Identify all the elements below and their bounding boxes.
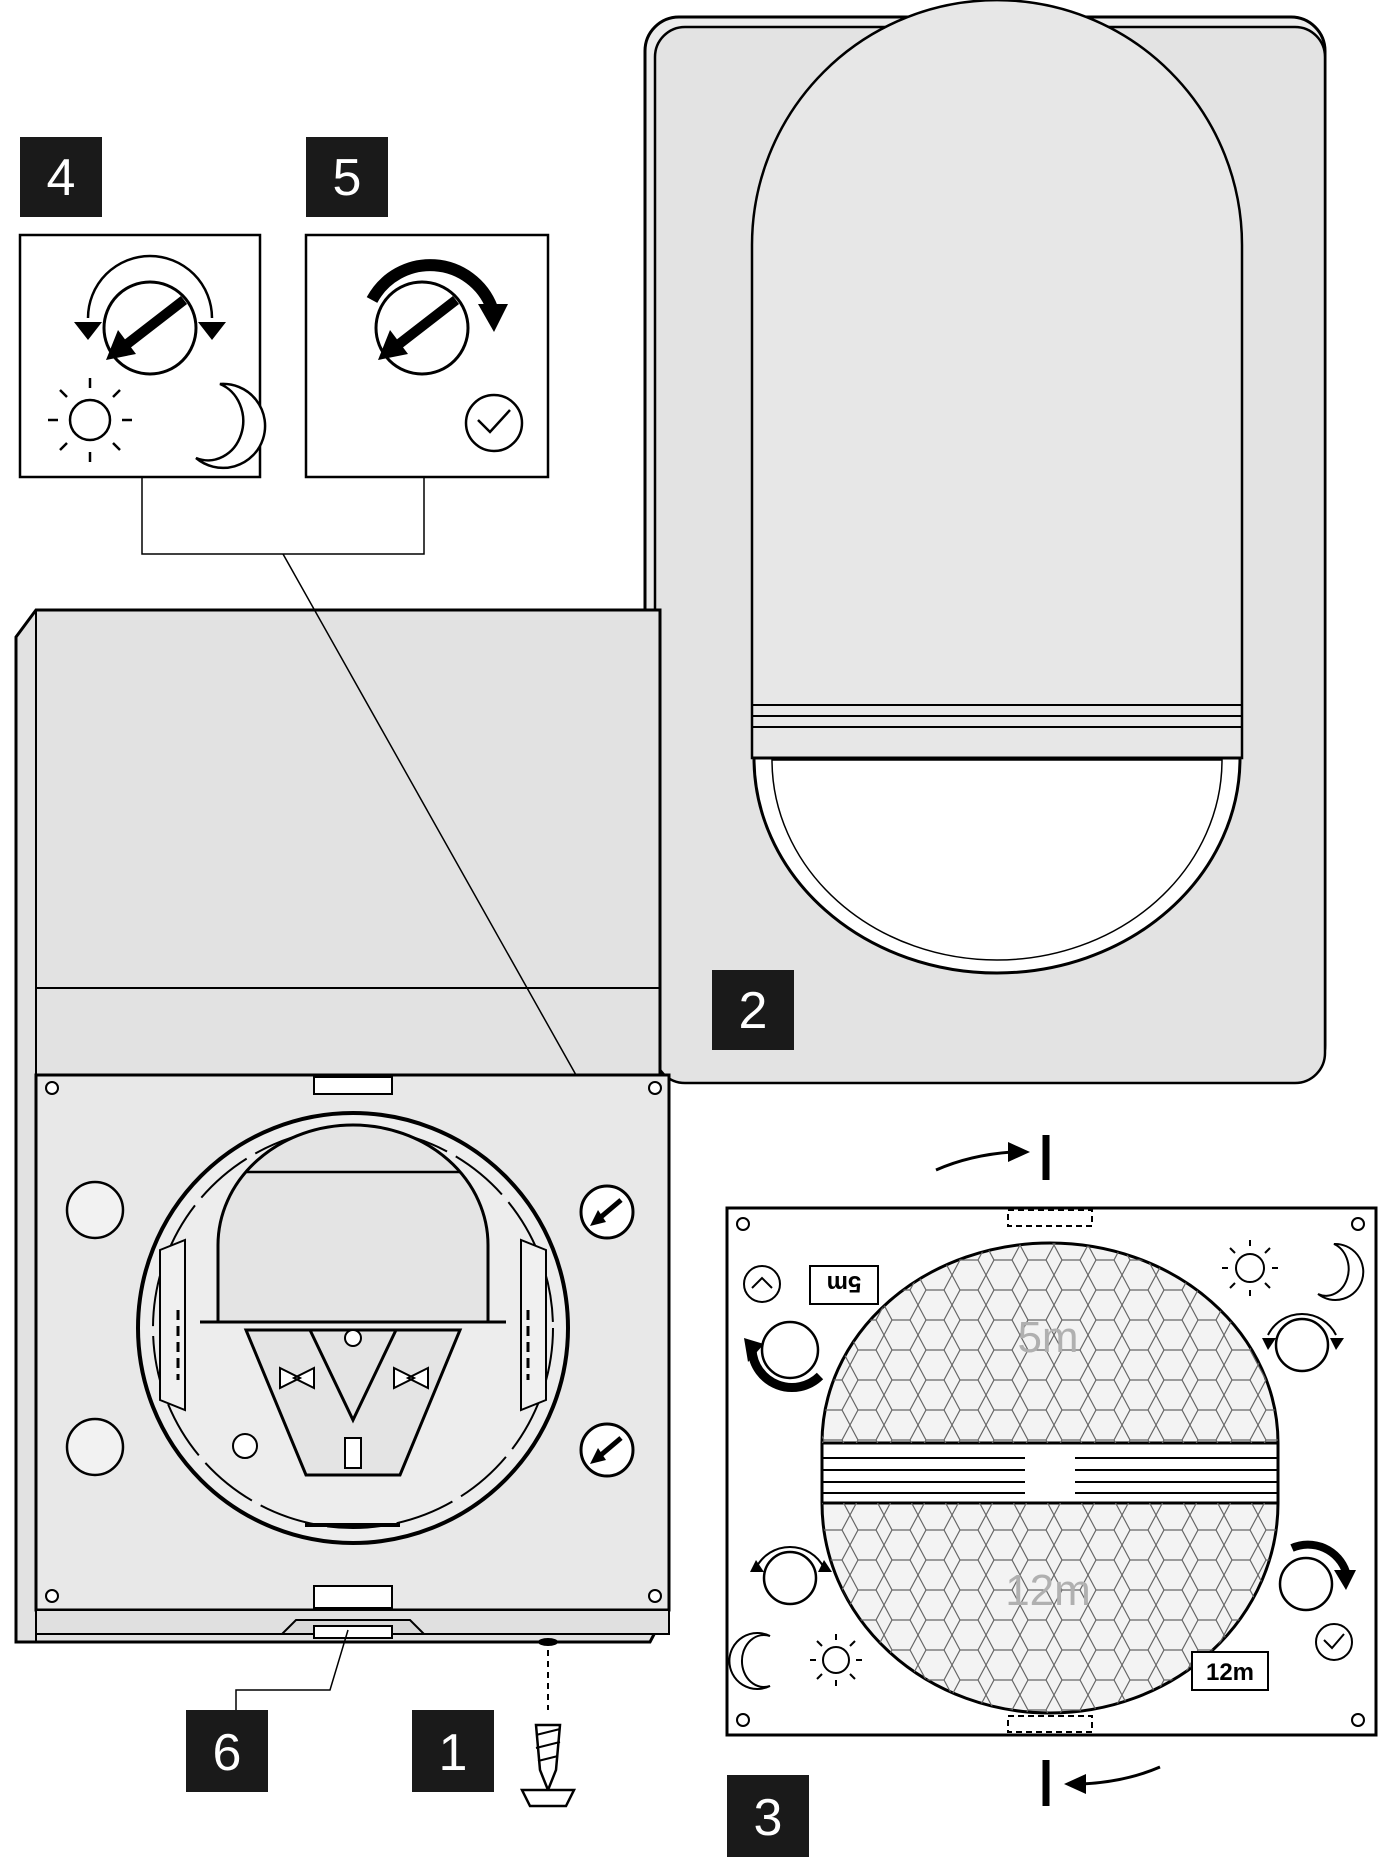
zone-label-upper: 5m: [1017, 1313, 1078, 1362]
range-tag-12m: 12m: [1191, 1651, 1269, 1691]
rotate-cw-icon: [744, 1320, 824, 1393]
detail-3-plate: 5m 12m 5m 12m: [725, 1206, 1378, 1737]
svg-text:6: 6: [213, 1724, 242, 1782]
leader-lines: [141, 477, 577, 1710]
sun-icon: [810, 1634, 862, 1686]
clock-icon: [743, 1265, 781, 1303]
moon-icon: [195, 382, 267, 470]
svg-text:3: 3: [754, 1789, 783, 1847]
svg-text:12m: 12m: [1206, 1659, 1254, 1686]
rotate-cw-icon: [366, 259, 508, 376]
badge-5: 5: [306, 137, 388, 217]
badge-2: 2: [712, 970, 794, 1050]
sun-icon: [1222, 1240, 1278, 1296]
svg-text:1: 1: [439, 1724, 468, 1782]
badge-3: 3: [727, 1775, 809, 1857]
base-housing: [14, 608, 671, 1644]
direction-arrows: [935, 1135, 1161, 1806]
panel-5-time: [304, 233, 550, 479]
svg-text:2: 2: [739, 982, 768, 1040]
svg-text:4: 4: [47, 149, 76, 207]
rotate-cw-icon: [1278, 1540, 1356, 1612]
sensor-cover: [643, 0, 1327, 1085]
sun-icon: [48, 378, 132, 462]
clock-icon: [464, 393, 524, 453]
moon-icon: [1317, 1242, 1365, 1301]
badge-6: 6: [186, 1710, 268, 1792]
arrow-knob-icon: [579, 1184, 635, 1240]
screw-icon: [519, 1638, 577, 1808]
svg-text:5m: 5m: [827, 1270, 862, 1297]
badge-4: 4: [20, 137, 102, 217]
rotate-both-icon: [1262, 1313, 1344, 1373]
arrow-knob-icon: [579, 1422, 635, 1478]
rotate-both-icon: [74, 254, 226, 376]
zone-label-lower: 12m: [1005, 1566, 1091, 1615]
rotate-both-icon: [750, 1546, 832, 1606]
badge-1: 1: [412, 1710, 494, 1792]
svg-text:5: 5: [333, 149, 362, 207]
clock-icon: [1315, 1623, 1353, 1661]
range-tag-5m: 5m: [809, 1265, 879, 1305]
panel-4-brightness: [18, 233, 267, 479]
moon-icon: [728, 1632, 771, 1690]
